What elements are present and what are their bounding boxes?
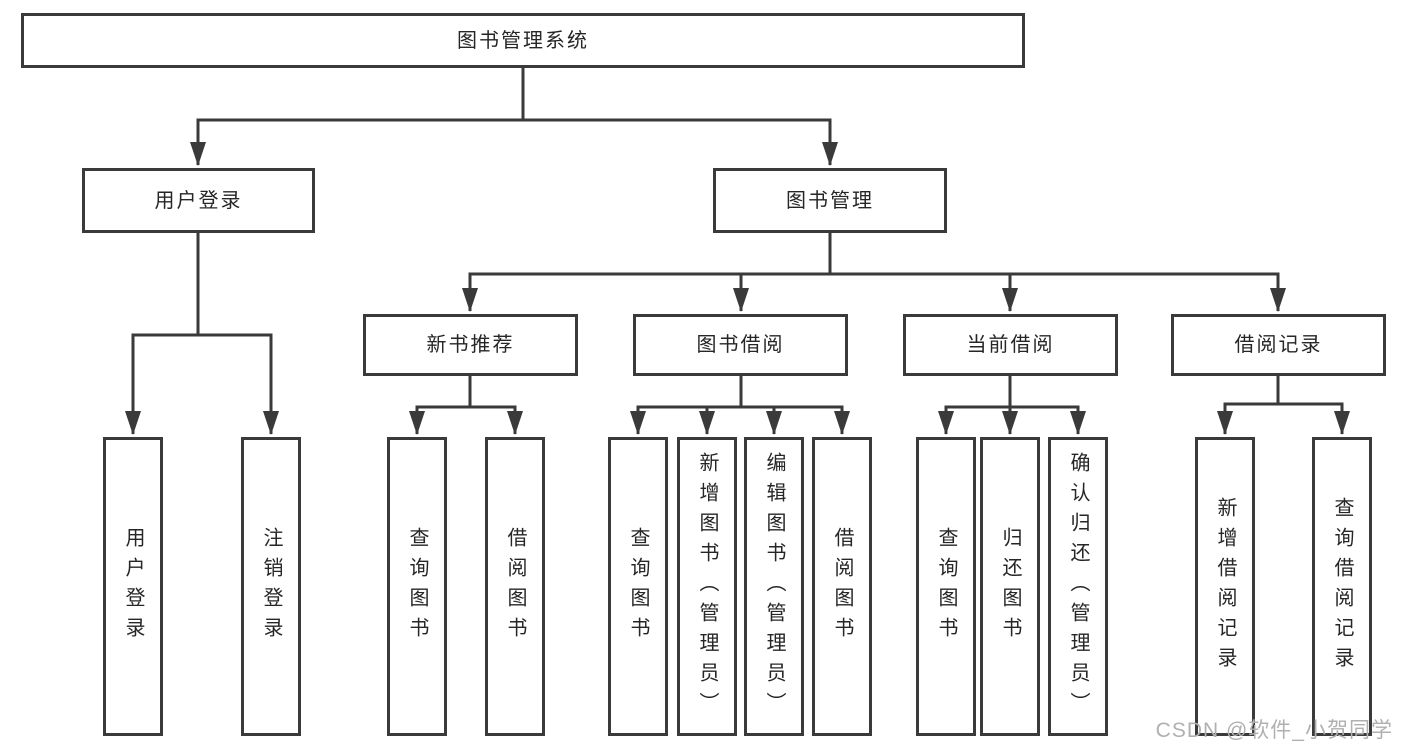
connector-book-borrow-to-edit xyxy=(741,405,782,435)
node-book-borrow: 图书借阅 xyxy=(633,314,848,376)
connector-book-management-to-new-book xyxy=(462,233,832,312)
connector-user-login-to-login xyxy=(125,233,200,435)
connector-book-borrow-to-borrow xyxy=(741,405,850,435)
connector-book-management-to-borrow-records xyxy=(830,272,1286,312)
leaf-add-borrow-record: 新增借阅记录 xyxy=(1195,437,1255,736)
connector-new-book-to-query xyxy=(409,376,472,435)
connector-new-book-to-borrow xyxy=(470,405,523,435)
node-library-management-system: 图书管理系统 xyxy=(21,13,1025,68)
leaf-user-login: 用户登录 xyxy=(103,437,163,736)
leaf-query-book-recommend: 查询图书 xyxy=(387,437,447,736)
connector-current-borrow-to-confirm xyxy=(1010,405,1086,435)
connector-book-management-to-book-borrow xyxy=(733,272,830,312)
node-current-borrow: 当前借阅 xyxy=(903,314,1118,376)
leaf-return-book: 归还图书 xyxy=(980,437,1040,736)
leaf-confirm-return-admin: 确认归还（管理员） xyxy=(1048,437,1108,736)
node-borrow-records: 借阅记录 xyxy=(1171,314,1386,376)
node-book-management: 图书管理 xyxy=(713,168,947,233)
leaf-query-borrow-record: 查询借阅记录 xyxy=(1312,437,1372,736)
connector-root-to-user-login xyxy=(190,68,525,166)
connector-book-management-to-current-borrow xyxy=(830,272,1018,312)
leaf-query-book-borrow: 查询图书 xyxy=(608,437,668,736)
leaf-add-book-admin: 新增图书（管理员） xyxy=(677,437,737,736)
connector-book-borrow-to-add xyxy=(699,405,741,435)
connector-root-to-book-management xyxy=(523,118,838,166)
leaf-query-book-current: 查询图书 xyxy=(916,437,976,736)
leaf-borrow-book: 借阅图书 xyxy=(812,437,872,736)
csdn-watermark: CSDN @软件_小贺同学 xyxy=(1155,719,1393,742)
connector-borrow-records-to-add xyxy=(1217,376,1280,435)
connector-book-borrow-to-query xyxy=(630,376,743,435)
leaf-logout: 注销登录 xyxy=(241,437,301,736)
node-new-book-recommend: 新书推荐 xyxy=(363,314,578,376)
leaf-borrow-book-recommend: 借阅图书 xyxy=(485,437,545,736)
node-user-login: 用户登录 xyxy=(82,168,315,233)
connector-current-borrow-to-query xyxy=(938,376,1012,435)
connector-borrow-records-to-query xyxy=(1278,402,1350,435)
leaf-edit-book-admin: 编辑图书（管理员） xyxy=(744,437,804,736)
connector-user-login-to-logout xyxy=(198,333,279,435)
